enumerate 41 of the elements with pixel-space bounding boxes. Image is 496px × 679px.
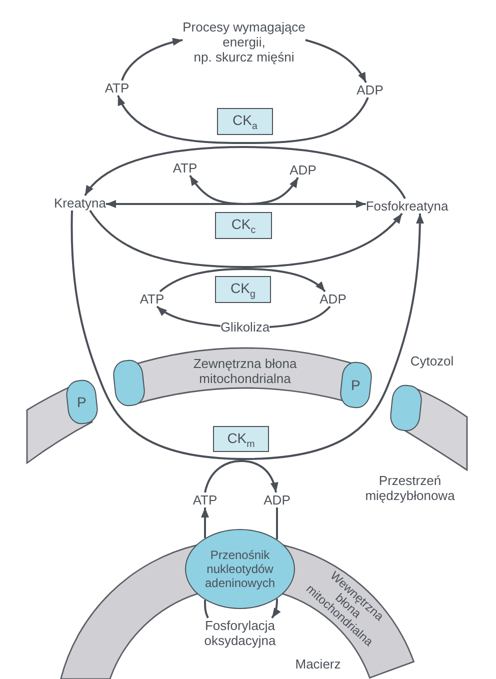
double-arrow <box>106 200 366 208</box>
metabolite-label: ATP <box>172 160 198 176</box>
arrow <box>84 146 406 200</box>
metabolite-label: ATP <box>140 292 164 306</box>
region-label: Cytozol <box>410 354 454 368</box>
pore-protein <box>112 358 146 408</box>
region-label: Przestrzeń międzybłonowa <box>365 473 455 503</box>
connector-line <box>276 508 278 540</box>
metabolite-label: ATP <box>192 492 218 508</box>
connector-line <box>204 600 209 618</box>
metabolite-label: Kreatyna <box>54 196 106 210</box>
pore-protein: P <box>338 360 374 410</box>
arrow <box>305 39 367 83</box>
pore-protein <box>388 384 424 432</box>
enzyme-box: CK$_{a}$ <box>217 108 273 135</box>
enzyme-box: CK$_{c}$ <box>215 212 272 239</box>
arrow <box>117 95 369 144</box>
arrow <box>159 268 326 292</box>
metabolite-label: Fosfokreatyna <box>366 198 448 214</box>
metabolite-label: ATP <box>104 80 130 96</box>
arrow <box>121 38 183 81</box>
metabolite-label: ADP <box>320 292 346 306</box>
region-label: Macierz <box>295 656 341 672</box>
metabolite-label: ADP <box>290 162 316 178</box>
enzyme-box: CK$_{g}$ <box>215 276 271 303</box>
arrow <box>156 306 220 327</box>
arrow <box>201 508 209 538</box>
arrow <box>70 210 424 460</box>
membrane-label: Zewnętrzna błona mitochondrialna <box>193 356 297 386</box>
arrow <box>204 460 278 493</box>
metabolite-label: ADP <box>264 492 290 508</box>
process-label: Fosforylacja oksydacyjna <box>204 618 276 648</box>
arrow <box>89 210 403 268</box>
transporter-protein: Przenośnik nukleotydów adeninowych <box>185 529 295 609</box>
process-label: Glikoliza <box>220 320 270 334</box>
double-arrow <box>189 174 299 205</box>
enzyme-box: CK$_{m}$ <box>213 426 269 452</box>
process-label: Procesy wymagające energii, np. skurcz mięśni <box>182 20 306 64</box>
metabolite-label: ADP <box>356 82 384 98</box>
connector-line <box>270 306 331 328</box>
arrow <box>271 598 281 619</box>
